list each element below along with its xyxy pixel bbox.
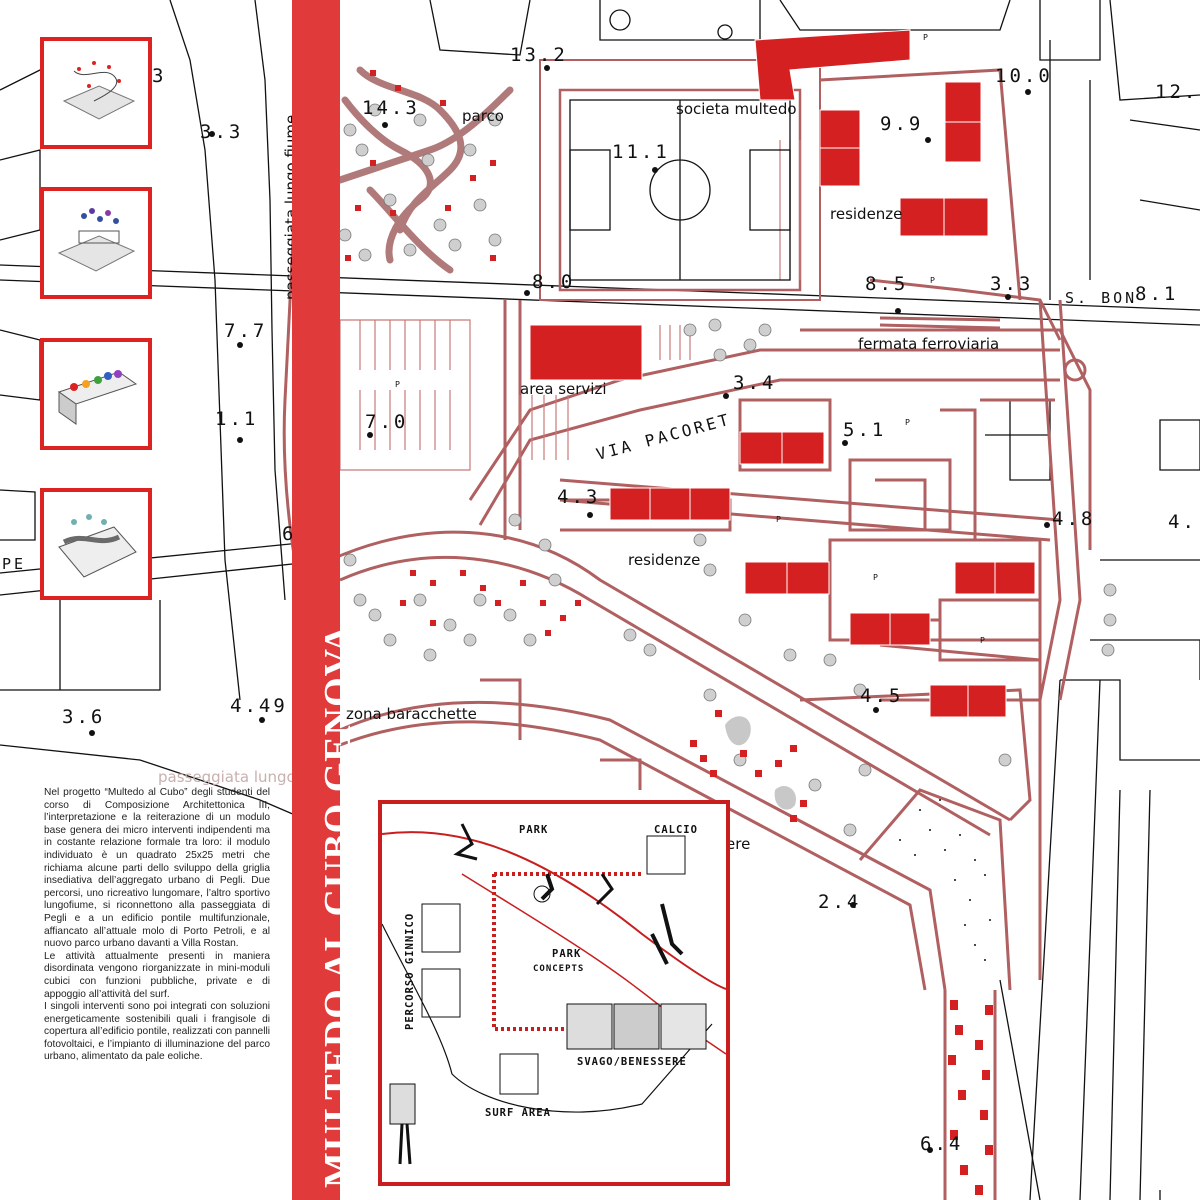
- parking-grid: [339, 140, 801, 471]
- elev-8-5: 8.5: [865, 273, 908, 295]
- module-thumbnail-2: [40, 187, 152, 299]
- label-p-1: P: [923, 33, 928, 42]
- concept-park-label: PARK: [552, 948, 582, 960]
- elev-1-1: 1.1: [215, 408, 258, 430]
- poster-title: MULTEDO AL CUBO GENOVA: [317, 624, 359, 1188]
- project-description: Nel progetto “Multedo al Cubo” degli stu…: [44, 787, 270, 1063]
- axonometric-seafront-icon: [58, 514, 137, 578]
- label-passeggiata-mare: passeggiata lungomare: [158, 768, 335, 786]
- ponds: [725, 716, 796, 810]
- elev-9-9: 9.9: [880, 113, 923, 135]
- elev-4-8: 4.8: [1052, 508, 1095, 530]
- label-residenze-top: residenze: [830, 205, 902, 223]
- elev-11-1: 11.1: [612, 141, 670, 163]
- elev-3-3b: 3.3: [990, 273, 1033, 295]
- label-pe: PE: [2, 555, 26, 573]
- concept-surf: SURF AREA: [485, 1107, 551, 1119]
- label-p-7: P: [980, 636, 985, 645]
- label-p-3: P: [395, 380, 400, 389]
- concept-park-top: PARK: [519, 824, 549, 836]
- axonometric-pier-icon: [57, 370, 138, 425]
- stippled-field: [899, 799, 991, 961]
- elev-14-3: 14.3: [362, 97, 420, 119]
- elev-3: 3: [152, 65, 166, 87]
- elev-3-6: 3.6: [62, 706, 105, 728]
- label-area-servizi: area servizi: [520, 380, 607, 398]
- elev-4-3: 4.3: [557, 486, 600, 508]
- cube-modules: [300, 70, 993, 1195]
- elev-6-4: 6.4: [920, 1133, 963, 1155]
- elev-3-4: 3.4: [733, 372, 776, 394]
- concept-percorso-ginnico: PERCORSO GINNICO: [404, 912, 416, 1030]
- elev-7-0: 7.0: [365, 411, 408, 433]
- axonometric-park-icon: [62, 61, 136, 120]
- axonometric-sport-icon: [57, 208, 136, 272]
- elev-12: 12.: [1155, 81, 1198, 103]
- elev-4-49: 4.49: [230, 695, 288, 717]
- module-thumbnail-3: [40, 338, 152, 450]
- elev-13-2: 13.2: [510, 44, 568, 66]
- title-band: [292, 0, 340, 1200]
- concept-linework: [382, 823, 726, 1165]
- label-p-4: P: [905, 418, 910, 427]
- elev-7-7: 7.7: [224, 320, 267, 342]
- label-residenze-mid: residenze: [628, 551, 700, 569]
- label-p-5: P: [776, 515, 781, 524]
- label-p-2: P: [930, 276, 935, 285]
- elev-4-5: 4.5: [860, 685, 903, 707]
- concept-concepts-label: CONCEPTS: [533, 964, 585, 974]
- label-zona-baracchette: zona baracchette: [346, 705, 477, 723]
- football-field: [569, 99, 791, 281]
- trees: [338, 103, 1117, 837]
- label-s-bon: S. BON: [1065, 289, 1137, 307]
- elev-10-0: 10.0: [995, 65, 1053, 87]
- elev-2-4: 2.4: [818, 891, 861, 913]
- label-societa: societa multedo: [676, 100, 797, 118]
- elev-8-0: 8.0: [532, 271, 575, 293]
- concept-calcio: CALCIO: [654, 824, 698, 836]
- module-thumbnail-1: [40, 37, 152, 149]
- label-p-6: P: [873, 573, 878, 582]
- label-parco: parco: [462, 107, 504, 125]
- concept-svago: SVAGO/BENESSERE: [577, 1056, 687, 1068]
- elev-3-3a: 3.3: [200, 121, 243, 143]
- park-concept-diagram: PARK CALCIO PERCORSO GINNICO PARK CONCEP…: [378, 800, 730, 1186]
- label-ere: ere: [726, 835, 750, 853]
- buildings: [529, 29, 1036, 718]
- elev-8-1: 8.1: [1135, 283, 1178, 305]
- elev-4-x: 4.: [1168, 511, 1197, 533]
- elev-5-1: 5.1: [843, 419, 886, 441]
- module-thumbnail-4: [40, 488, 152, 600]
- label-fermata: fermata ferroviaria: [858, 335, 999, 353]
